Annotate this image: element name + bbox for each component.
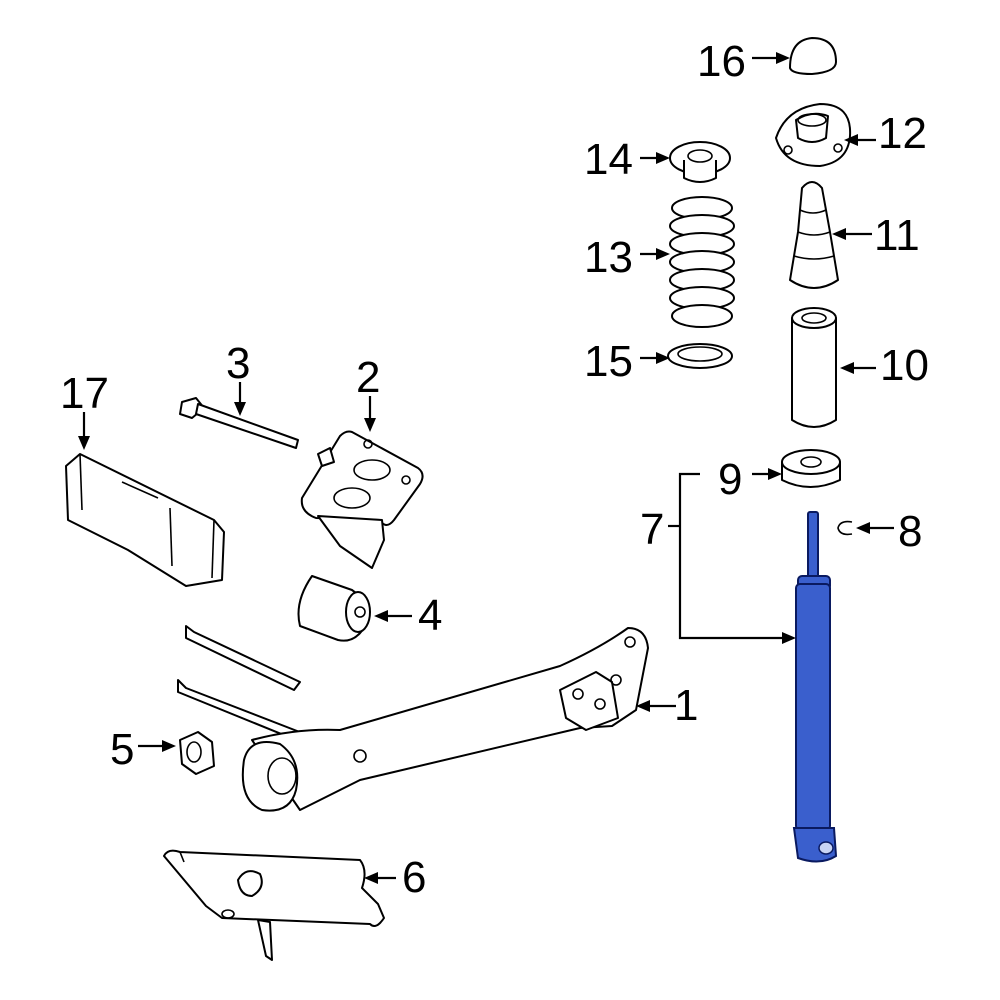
part-2-bracket[interactable] bbox=[300, 430, 424, 569]
part-1-axle-beam[interactable] bbox=[177, 625, 649, 812]
part-3-bolt[interactable] bbox=[179, 397, 299, 449]
part-9-bushing[interactable] bbox=[781, 449, 841, 488]
part-14-spring-seat[interactable] bbox=[669, 141, 731, 183]
callout-12[interactable]: 12 bbox=[878, 109, 927, 158]
callout-13[interactable]: 13 bbox=[584, 233, 633, 282]
part-6-shield[interactable] bbox=[163, 849, 385, 961]
part-7-shock-absorber[interactable] bbox=[792, 511, 838, 863]
callout-6[interactable]: 6 bbox=[402, 853, 426, 902]
callout-14[interactable]: 14 bbox=[584, 135, 633, 184]
part-4-bushing[interactable] bbox=[297, 575, 371, 642]
callout-1[interactable]: 1 bbox=[674, 681, 698, 730]
callout-10[interactable]: 10 bbox=[880, 341, 929, 390]
leader-arrows bbox=[78, 52, 894, 884]
callout-7[interactable]: 7 bbox=[640, 505, 664, 554]
callout-5[interactable]: 5 bbox=[110, 725, 134, 774]
callout-4[interactable]: 4 bbox=[418, 591, 442, 640]
callout-8[interactable]: 8 bbox=[898, 507, 922, 556]
part-8-clip[interactable] bbox=[837, 520, 853, 536]
callout-2[interactable]: 2 bbox=[356, 353, 380, 402]
callout-16[interactable]: 16 bbox=[697, 37, 746, 86]
callout-17[interactable]: 17 bbox=[60, 369, 109, 418]
part-16-cap[interactable] bbox=[789, 37, 837, 75]
part-17-pad[interactable] bbox=[65, 453, 225, 587]
part-13-coil-spring[interactable] bbox=[669, 196, 735, 328]
part-12-upper-mount[interactable] bbox=[775, 103, 852, 167]
part-10-dust-boot[interactable] bbox=[791, 307, 837, 428]
callout-3[interactable]: 3 bbox=[226, 339, 250, 388]
part-5-bushing[interactable] bbox=[179, 731, 215, 775]
callout-labels: 16 12 14 11 13 15 10 3 2 17 9 8 7 4 1 5 … bbox=[60, 37, 929, 902]
callout-11[interactable]: 11 bbox=[874, 211, 920, 260]
callout-15[interactable]: 15 bbox=[584, 337, 633, 386]
part-15-spring-pad[interactable] bbox=[667, 343, 733, 369]
callout-9[interactable]: 9 bbox=[718, 455, 742, 504]
part-11-bump-stop[interactable] bbox=[789, 181, 839, 289]
